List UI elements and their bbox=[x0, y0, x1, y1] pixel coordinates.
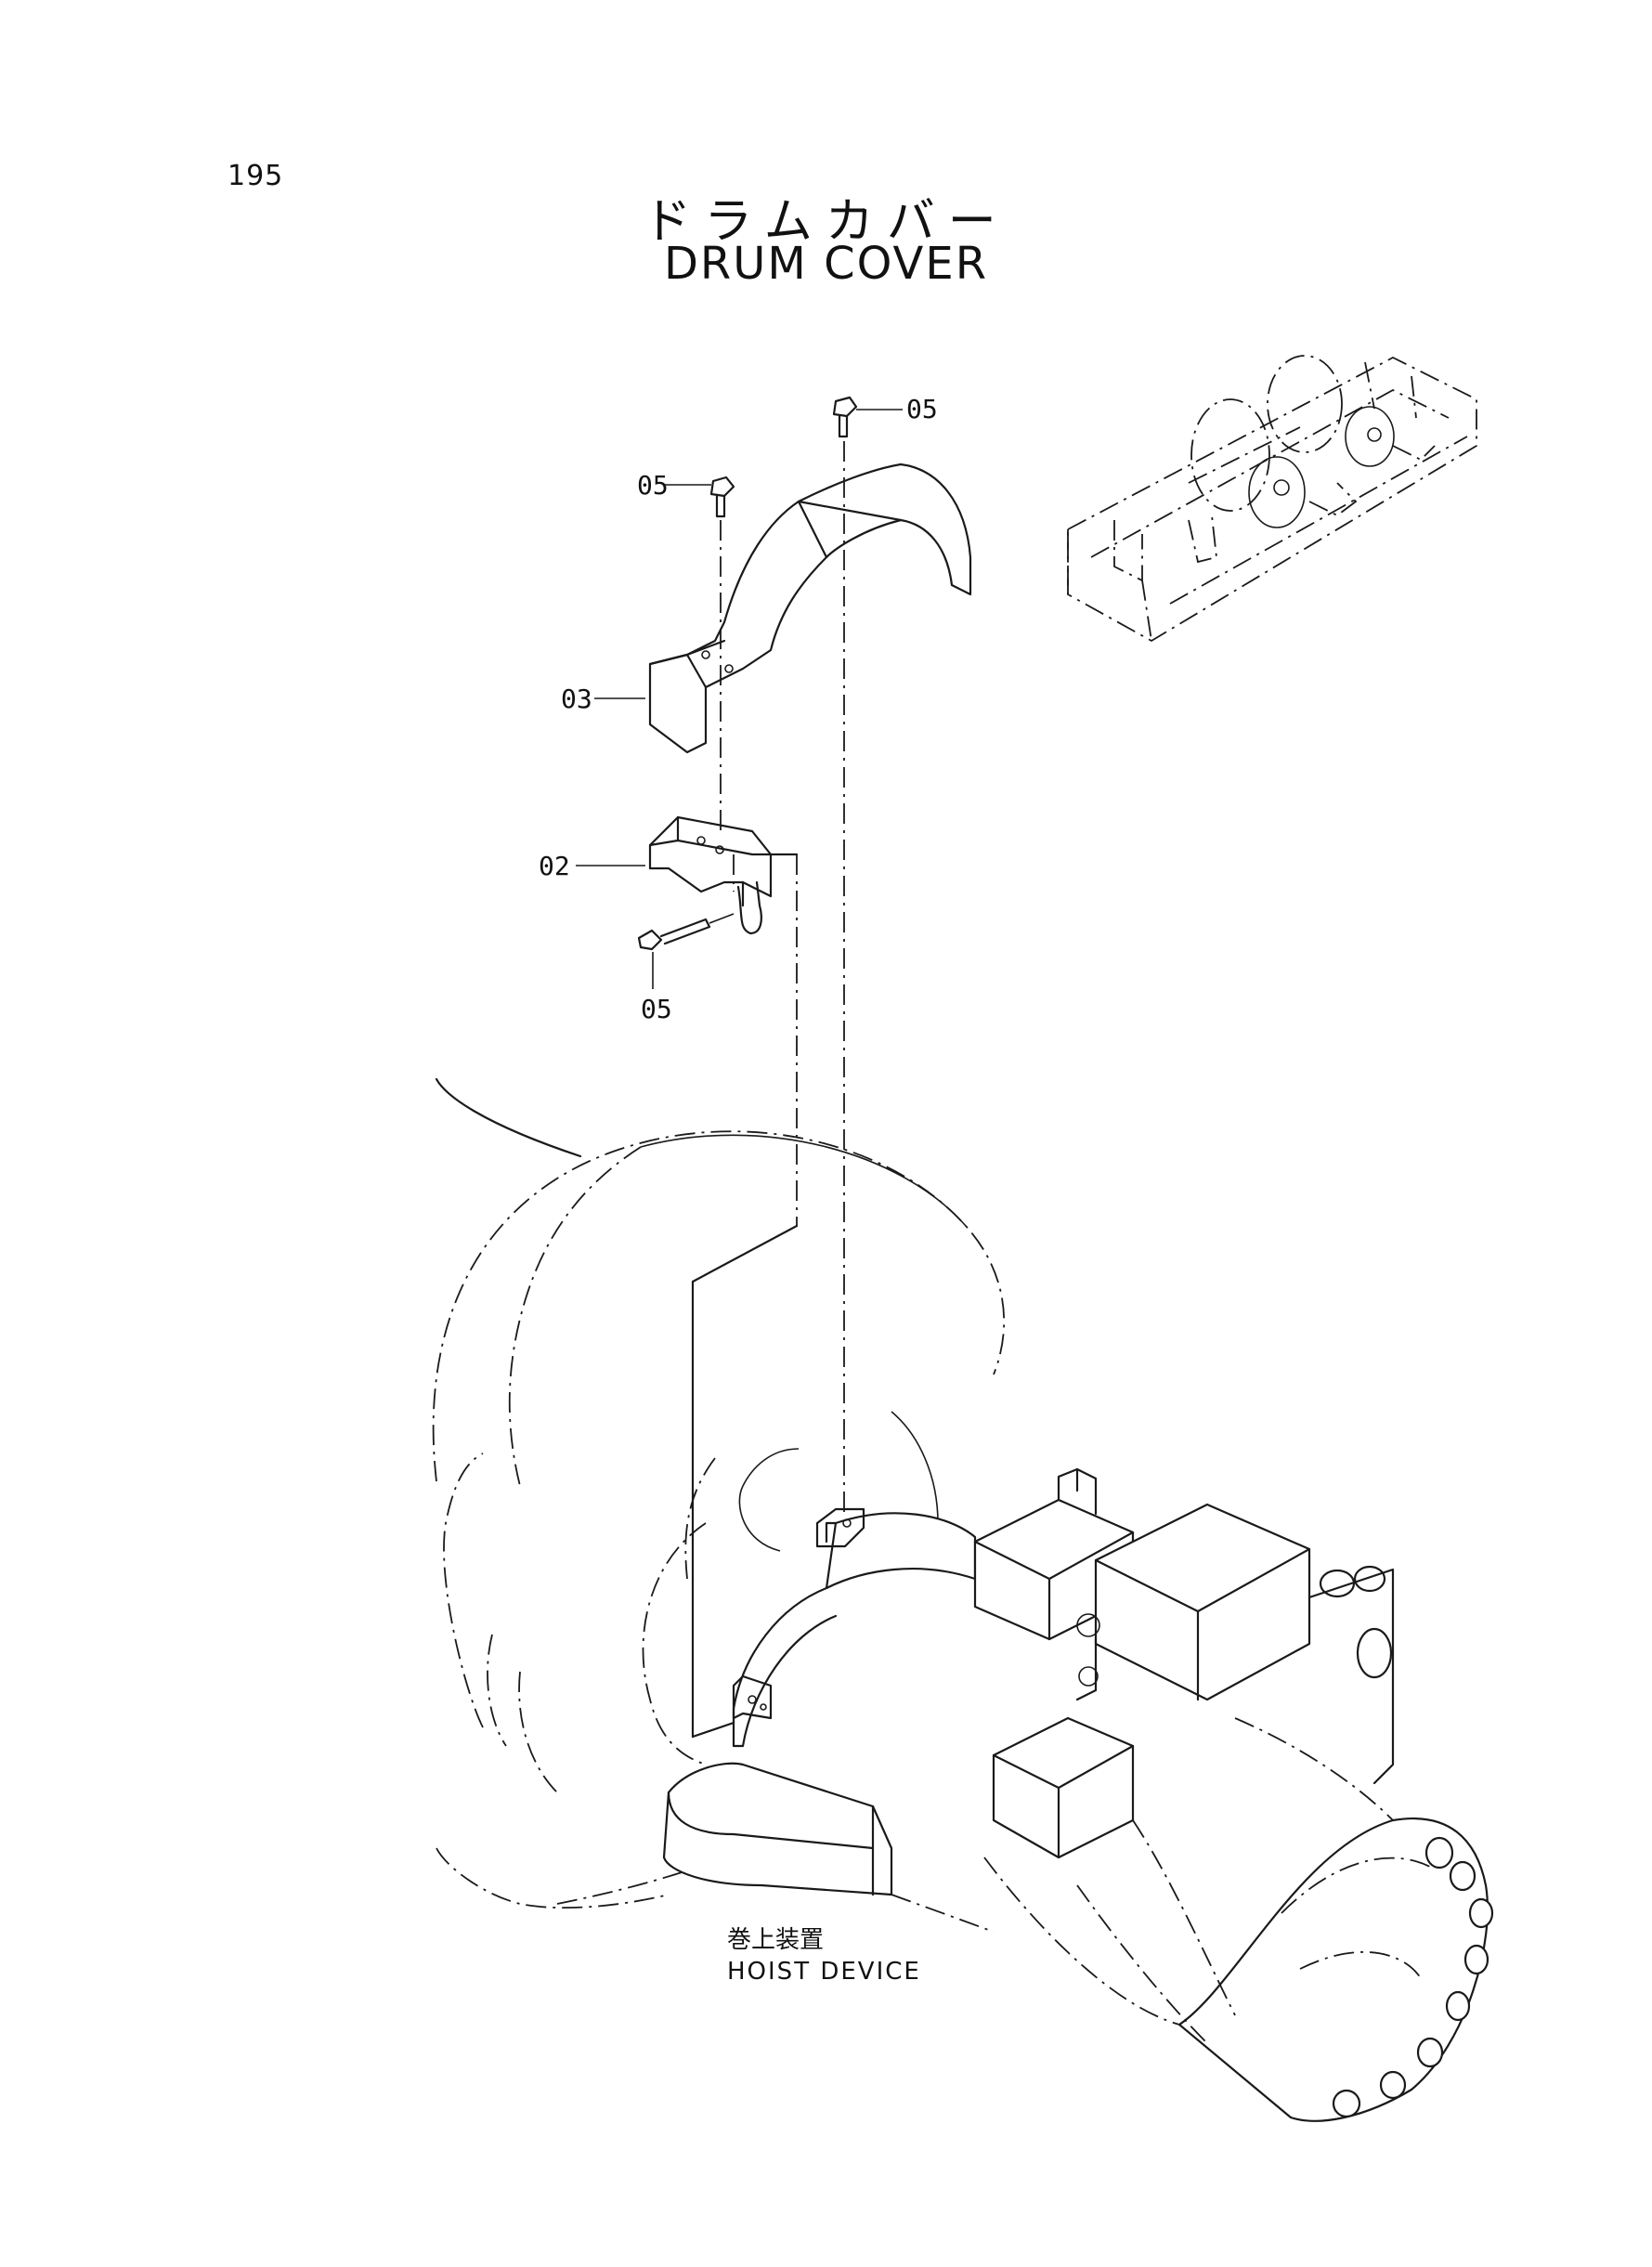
bolt-top bbox=[832, 396, 903, 438]
hoist-device-label-japanese: 巻上装置 bbox=[727, 1926, 825, 1954]
bolt-lower bbox=[637, 913, 735, 989]
callout-05-top: 05 bbox=[906, 394, 938, 424]
hoist-overview-inset bbox=[1067, 355, 1477, 643]
hoist-device-label: HOIST DEVICE bbox=[727, 1958, 921, 1986]
drum-cover-part bbox=[594, 463, 972, 754]
callout-02: 02 bbox=[539, 851, 570, 881]
callout-05-left: 05 bbox=[637, 470, 669, 501]
hoist-device-body bbox=[662, 1467, 1494, 2122]
assembly-centerlines bbox=[691, 441, 845, 1739]
bolt-left bbox=[665, 476, 735, 518]
bracket-part bbox=[576, 815, 773, 935]
hoist-drum bbox=[432, 1077, 1006, 1909]
page-title-japanese: ドラムカバー bbox=[643, 194, 1009, 250]
page-title: DRUM COVER bbox=[663, 238, 989, 290]
page-number: 195 bbox=[228, 160, 284, 192]
callout-03: 03 bbox=[561, 684, 592, 714]
callout-05-lower: 05 bbox=[641, 994, 672, 1024]
